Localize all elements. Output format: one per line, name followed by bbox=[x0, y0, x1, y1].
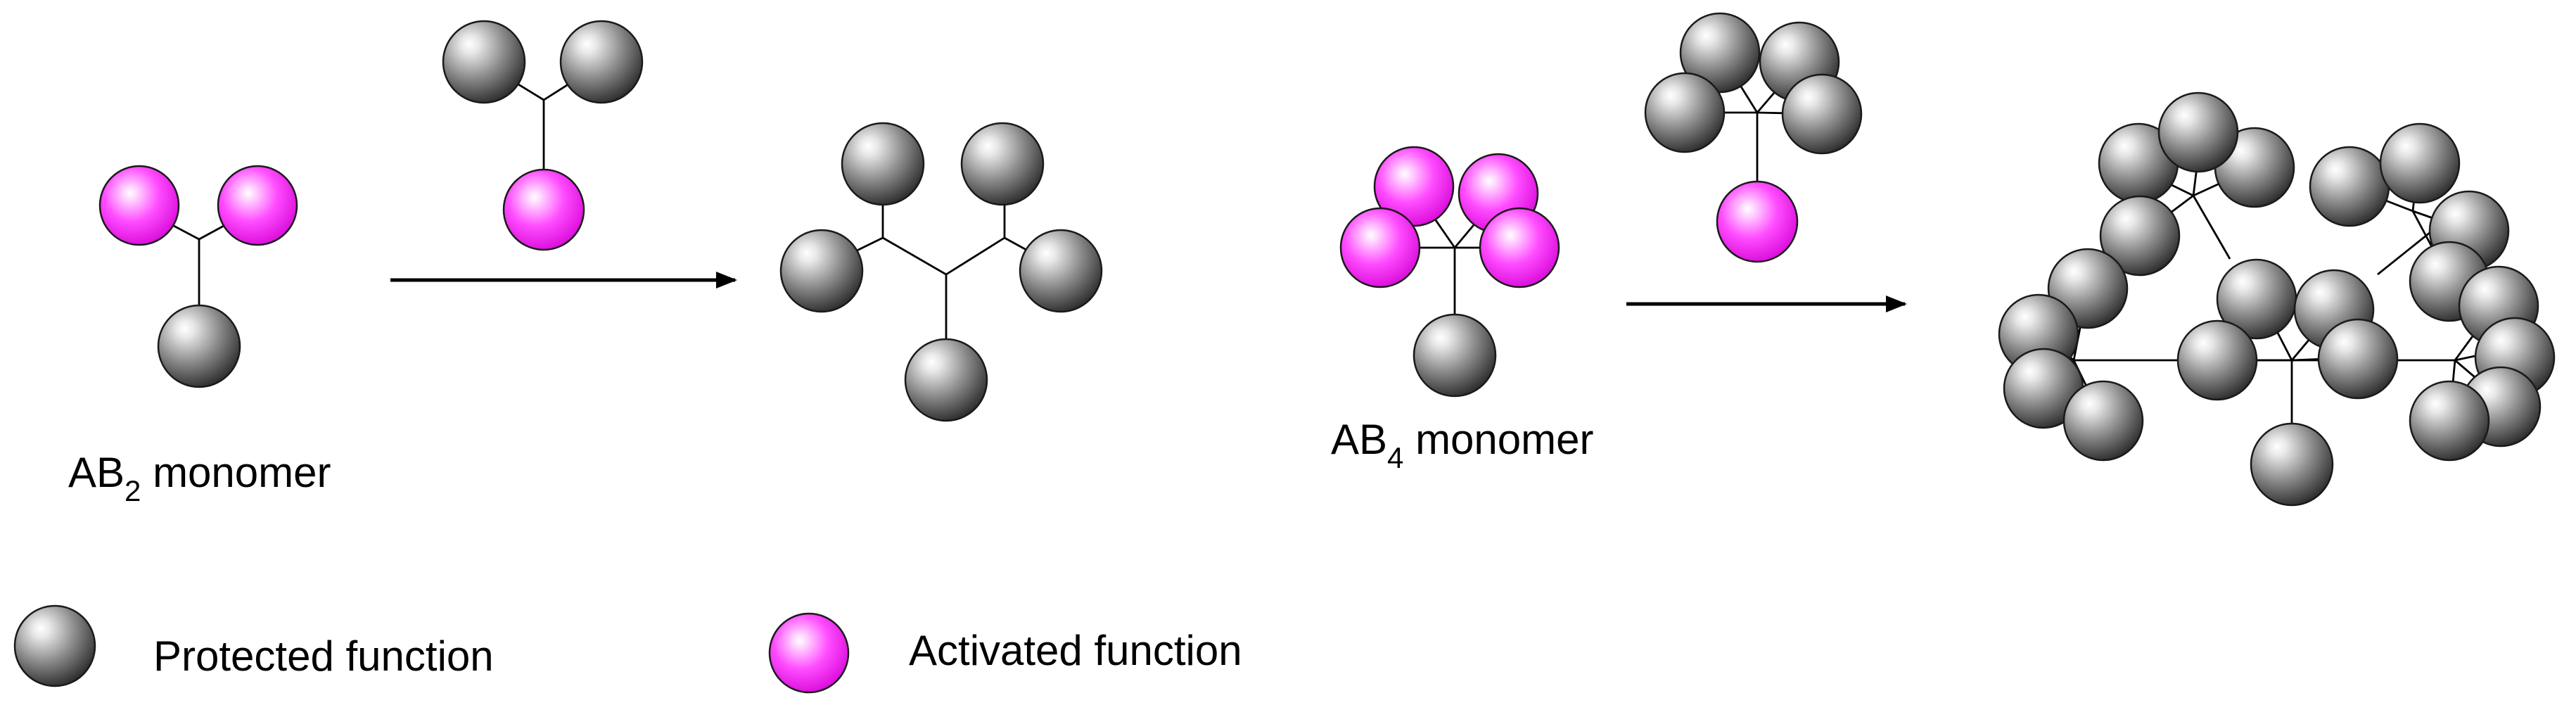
product-bond bbox=[945, 236, 1005, 276]
activated-ball bbox=[502, 168, 585, 251]
protected-ball bbox=[2317, 318, 2399, 400]
activated-ball bbox=[1716, 180, 1799, 263]
activated-ball bbox=[217, 165, 298, 246]
protected-ball bbox=[2250, 422, 2334, 507]
legend-activated-swatch bbox=[768, 612, 850, 694]
protected-ball bbox=[779, 229, 864, 313]
ab4-label-prefix: AB bbox=[1331, 416, 1387, 463]
ab4-product bbox=[1998, 91, 2556, 507]
product-bond bbox=[2192, 195, 2231, 260]
ab2-label-prefix: AB bbox=[68, 449, 125, 496]
protected-ball bbox=[2157, 91, 2239, 173]
protected-ball bbox=[1413, 313, 1497, 398]
protected-ball bbox=[2409, 380, 2490, 462]
ab2-product bbox=[779, 122, 1103, 422]
ab4-monomer bbox=[1339, 146, 1560, 398]
ab4-monomer-label: AB4 monomer bbox=[1331, 416, 1594, 474]
activated-ball bbox=[98, 165, 180, 246]
legend-protected-swatch bbox=[13, 604, 96, 687]
protected-ball bbox=[2099, 195, 2181, 277]
protected-ball bbox=[2062, 380, 2144, 462]
ab4-label-subscript: 4 bbox=[1387, 441, 1403, 474]
protected-ball bbox=[904, 338, 988, 422]
protected-ball bbox=[1679, 12, 1761, 94]
protected-ball bbox=[157, 304, 241, 388]
protected-ball bbox=[841, 122, 925, 206]
protected-ball bbox=[2309, 146, 2390, 227]
protected-ball bbox=[2176, 319, 2258, 401]
legend-protected-label: Protected function bbox=[153, 633, 494, 680]
ab2-reagent bbox=[442, 20, 644, 251]
protected-ball bbox=[559, 20, 644, 104]
ab4-reagent bbox=[1644, 12, 1863, 263]
product-bond bbox=[882, 236, 947, 276]
protected-ball bbox=[2379, 122, 2461, 204]
legend: Protected function Activated function bbox=[13, 604, 1242, 694]
activated-ball bbox=[1479, 207, 1560, 288]
protected-ball bbox=[442, 20, 526, 104]
ab2-label-suffix: monomer bbox=[141, 449, 331, 496]
legend-activated-label: Activated function bbox=[909, 627, 1242, 674]
protected-ball bbox=[1781, 73, 1863, 155]
activated-ball bbox=[1339, 207, 1421, 288]
ab2-monomer-label: AB2 monomer bbox=[68, 449, 331, 507]
ab2-label-subscript: 2 bbox=[125, 474, 141, 507]
ab4-label-suffix: monomer bbox=[1403, 416, 1593, 463]
protected-ball bbox=[960, 122, 1045, 206]
protected-ball bbox=[1644, 72, 1726, 153]
ab2-monomer bbox=[98, 165, 298, 388]
protected-ball bbox=[1019, 229, 1103, 313]
